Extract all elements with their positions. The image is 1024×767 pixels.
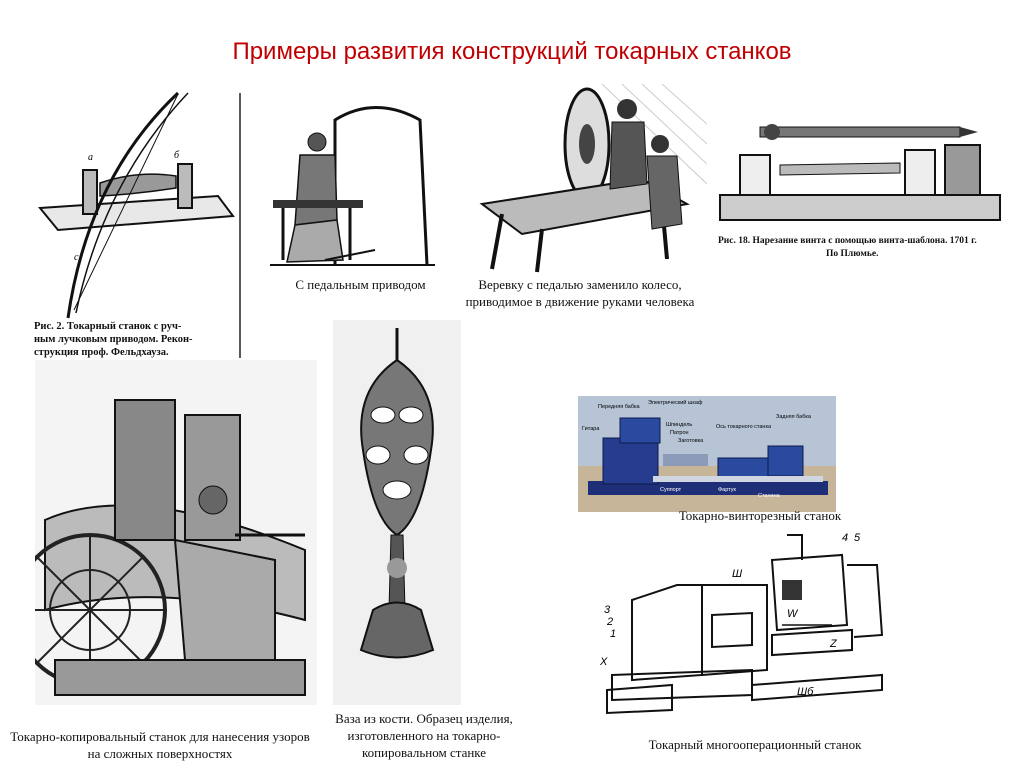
- multi-lathe-figure: 1 2 3 4 5 Ш Шб W Z X: [592, 525, 897, 715]
- multi-label-4: 4: [842, 532, 848, 544]
- wheel-lathe-caption: Веревку с педалью заменило колесо, приво…: [465, 277, 695, 309]
- multi-label-z: Z: [829, 638, 838, 650]
- multi-lathe-drawing: 1 2 3 4 5 Ш Шб W Z X: [592, 525, 897, 715]
- screw-cutting-lathe-figure: Передняя бабка Электрический шкаф Гитара…: [578, 396, 836, 512]
- screw-cutting-lathe-caption: Токарно-винторезный станок: [678, 508, 842, 523]
- wheel-lathe-drawing: [462, 84, 707, 274]
- label-bed: Станина: [758, 493, 781, 499]
- bow-letter-a: а: [88, 152, 93, 163]
- screw-cutting-lathe-drawing: Передняя бабка Электрический шкаф Гитара…: [578, 396, 836, 512]
- multi-label-3: 3: [604, 604, 611, 616]
- multi-label-sh: Ш: [732, 568, 743, 580]
- copy-lathe-caption: Токарно-копировальный станок для нанесен…: [10, 729, 310, 761]
- bow-letter-b: б: [174, 150, 180, 161]
- multi-label-2: 2: [606, 616, 613, 628]
- label-blank: Заготовка: [678, 438, 704, 444]
- slide-title: Примеры развития конструкций токарных ст…: [232, 38, 792, 65]
- label-spindle: Шпиндель: [666, 422, 692, 428]
- copy-lathe-figure: [35, 360, 317, 705]
- bone-vase-drawing: [333, 320, 461, 705]
- bow-lathe-drawing: а б с: [37, 91, 241, 358]
- bow-lathe-figure: а б с Рис. 2. Токарный станок с руч- ным…: [28, 88, 243, 363]
- pedal-lathe-caption: С педальным приводом: [295, 277, 426, 292]
- bone-vase-caption: Ваза из кости. Образец изделия, изготовл…: [335, 711, 513, 760]
- bone-vase-figure: [333, 320, 461, 705]
- multi-label-x: X: [599, 656, 608, 668]
- screw-template-print-caption: Рис. 18. Нарезание винта с помощью винта…: [718, 236, 977, 259]
- screw-template-figure: Рис. 18. Нарезание винта с помощью винта…: [710, 95, 1010, 265]
- label-axis: Ось токарного станка: [716, 424, 772, 430]
- label-tailstock: Задняя бабка: [776, 414, 812, 420]
- wheel-lathe-figure: [462, 84, 707, 274]
- label-apron: Фартук: [718, 487, 737, 493]
- copy-lathe-drawing: [35, 360, 317, 705]
- label-front-stock: Передняя бабка: [598, 404, 641, 410]
- label-support: Суппорт: [660, 487, 682, 493]
- label-chuck: Патрон: [670, 430, 689, 436]
- label-electric-cabinet: Электрический шкаф: [648, 399, 703, 406]
- multi-lathe-caption: Токарный многооперационный станок: [648, 737, 862, 752]
- bow-letter-c: с: [74, 252, 79, 263]
- pedal-lathe-figure: [265, 100, 440, 270]
- multi-label-5: 5: [854, 532, 861, 544]
- bow-lathe-print-caption: Рис. 2. Токарный станок с руч- ным лучко…: [34, 321, 193, 358]
- pedal-lathe-drawing: [265, 100, 440, 270]
- multi-label-1: 1: [610, 628, 616, 640]
- multi-label-shb: Шб: [797, 686, 814, 698]
- screw-template-drawing: [710, 95, 1010, 225]
- label-guitar: Гитара: [582, 426, 600, 432]
- multi-label-w: W: [787, 608, 799, 620]
